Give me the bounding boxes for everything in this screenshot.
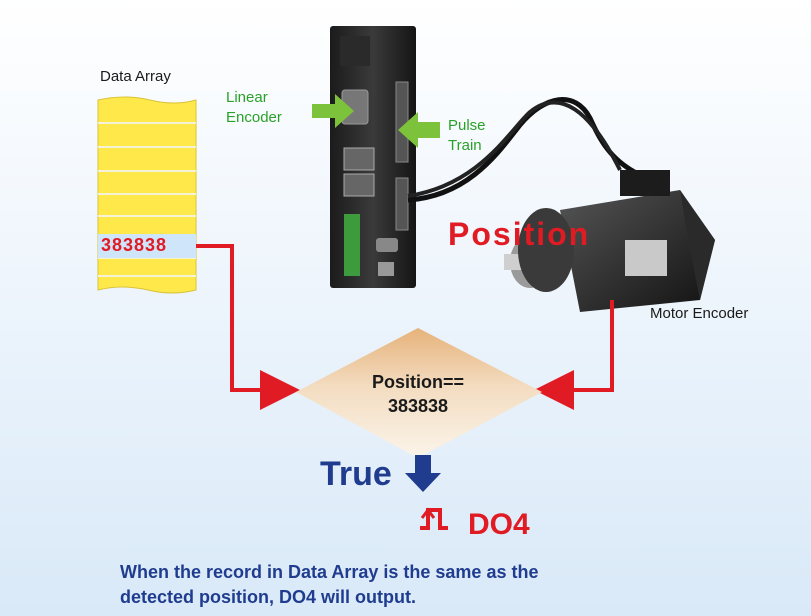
array-to-compare-arrow: [196, 244, 300, 410]
servo-drive-image: [330, 26, 416, 288]
servo-motor-image: [504, 170, 715, 312]
array-highlight-row: [98, 234, 196, 258]
array-value: 383838: [101, 235, 168, 255]
true-label: True: [320, 455, 392, 493]
data-array-stack: [97, 96, 197, 294]
pulse-train-label: Pulse Train: [448, 117, 486, 154]
caption-text: When the record in Data Array is the sam…: [120, 562, 539, 607]
do4-pulse-icon: [420, 507, 448, 530]
true-down-arrow: [405, 455, 441, 492]
position-label: Position: [448, 216, 591, 252]
linear-encoder-label: Linear Encoder: [226, 89, 282, 126]
linear-encoder-arrow: [312, 94, 354, 128]
compare-condition: Position== 383838: [371, 372, 465, 416]
data-array-label: Data Array: [100, 68, 171, 85]
motor-encoder-label: Motor Encoder: [650, 305, 749, 322]
do4-label: DO4: [468, 508, 530, 541]
pulse-train-arrow: [398, 112, 440, 148]
compare-diamond: [296, 328, 542, 458]
motor-to-compare-arrow: [534, 300, 614, 410]
